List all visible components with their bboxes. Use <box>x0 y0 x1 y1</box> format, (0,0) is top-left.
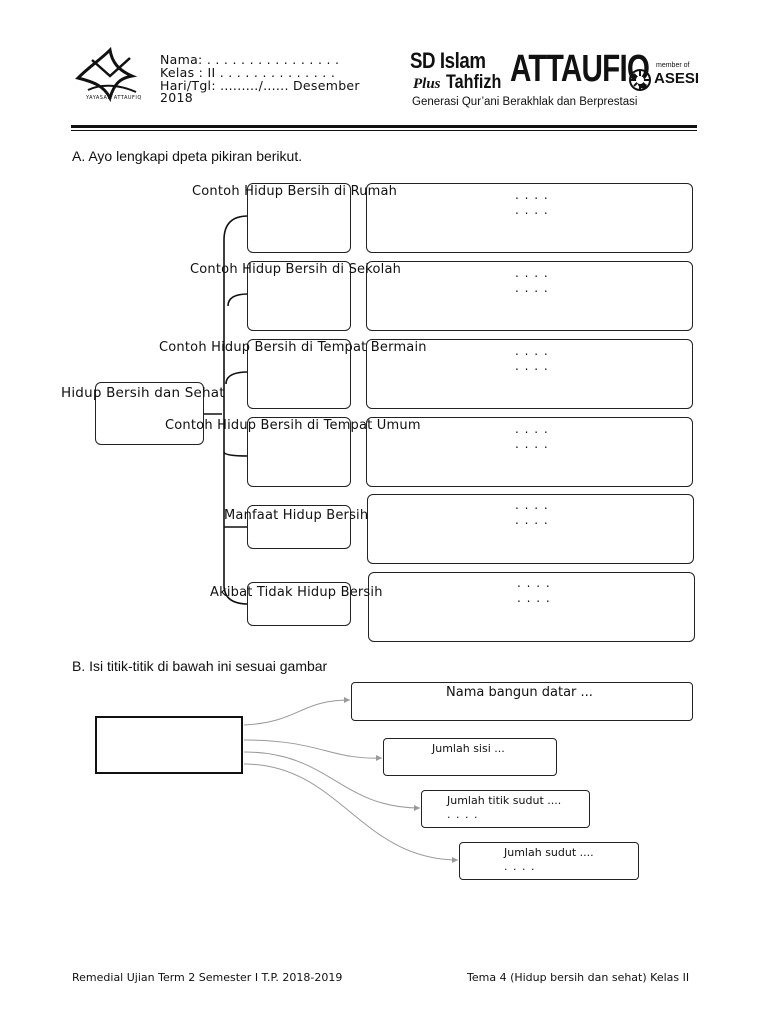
branch-box-tempat-umum <box>247 417 351 487</box>
jumlah-sudut-label: Jumlah sudut .... <box>504 846 594 859</box>
answer-box-rumah[interactable] <box>366 183 693 253</box>
answer-dots-tempat-bermain: . . . . . . . . <box>515 344 549 373</box>
school-tahfizh: Tahfizh <box>446 72 502 93</box>
answer-box-akibat[interactable] <box>368 572 695 642</box>
footer-left: Remedial Ujian Term 2 Semester I T.P. 20… <box>72 971 343 984</box>
nama-bangun-box[interactable] <box>351 682 693 721</box>
school-plus: Plus <box>413 76 441 92</box>
member-of-text: member of <box>656 62 690 69</box>
jumlah-sisi-box[interactable] <box>383 738 557 776</box>
school-tagline: Generasi Qur’ani Berakhlak dan Berpresta… <box>412 96 638 108</box>
branch-label-tempat-bermain: Contoh Hidup Bersih di Tempat Bermain <box>159 340 427 355</box>
school-logo <box>70 46 150 104</box>
branch-label-rumah: Contoh Hidup Bersih di Rumah <box>192 184 398 199</box>
section-b-title: B. Isi titik-titik di bawah ini sesuai g… <box>72 658 328 674</box>
hari-tgl-field: Hari/Tgl: ........./...... Desember <box>160 78 360 93</box>
answer-dots-tempat-umum: . . . . . . . . <box>515 422 549 451</box>
jumlah-titik-sudut-label: Jumlah titik sudut .... <box>447 794 562 807</box>
section-a-title: A. Ayo lengkapi dpeta pikiran berikut. <box>72 148 303 164</box>
branch-label-tempat-umum: Contoh Hidup Bersih di Tempat Umum <box>165 418 421 433</box>
answer-box-tempat-bermain[interactable] <box>366 339 693 409</box>
answer-dots-manfaat: . . . . . . . . <box>515 498 549 527</box>
footer-right: Tema 4 (Hidup bersih dan sehat) Kelas II <box>467 971 690 984</box>
kelas-field: Kelas : II . . . . . . . . . . . . . . <box>160 65 336 80</box>
answer-dots-akibat: . . . . . . . . <box>517 576 551 605</box>
nama-field: Nama: . . . . . . . . . . . . . . . . <box>160 52 340 67</box>
jumlah-titik-sudut-dots: . . . . <box>447 808 479 821</box>
branch-label-manfaat: Manfaat Hidup Bersih <box>224 508 369 523</box>
branch-label-sekolah: Contoh Hidup Bersih di Sekolah <box>190 262 402 277</box>
jumlah-sudut-box[interactable] <box>459 842 639 880</box>
school-name: ATTAUFIQ <box>510 48 650 90</box>
branch-box-rumah <box>247 183 351 253</box>
branch-box-sekolah <box>247 261 351 331</box>
rectangle-shape <box>95 716 243 774</box>
logo-caption: YAYASAN ATTAUFIQ <box>86 95 142 101</box>
header-rule-thin <box>71 130 697 131</box>
branch-label-akibat: Akibat Tidak Hidup Bersih <box>210 585 383 600</box>
jumlah-sisi-label: Jumlah sisi ... <box>432 742 505 755</box>
branch-box-akibat <box>247 582 351 626</box>
header-rule-thick <box>71 125 697 128</box>
asesi-text: ASESI <box>654 70 700 87</box>
asesi-logo: member of ASESI <box>628 62 700 96</box>
school-sd-islam: SD Islam <box>410 48 486 73</box>
answer-box-manfaat[interactable] <box>367 494 694 564</box>
center-node-label: Hidup Bersih dan Sehat <box>61 385 225 401</box>
jumlah-titik-sudut-box[interactable] <box>421 790 590 828</box>
answer-box-sekolah[interactable] <box>366 261 693 331</box>
branch-box-manfaat <box>247 505 351 549</box>
jumlah-sudut-dots: . . . . <box>504 860 536 873</box>
center-node-box <box>95 382 204 445</box>
nama-bangun-label: Nama bangun datar ... <box>446 685 593 700</box>
answer-dots-rumah: . . . . . . . . <box>515 188 549 217</box>
year-text: 2018 <box>160 90 194 105</box>
branch-box-tempat-bermain <box>247 339 351 409</box>
answer-box-tempat-umum[interactable] <box>366 417 693 487</box>
answer-dots-sekolah: . . . . . . . . <box>515 266 549 295</box>
